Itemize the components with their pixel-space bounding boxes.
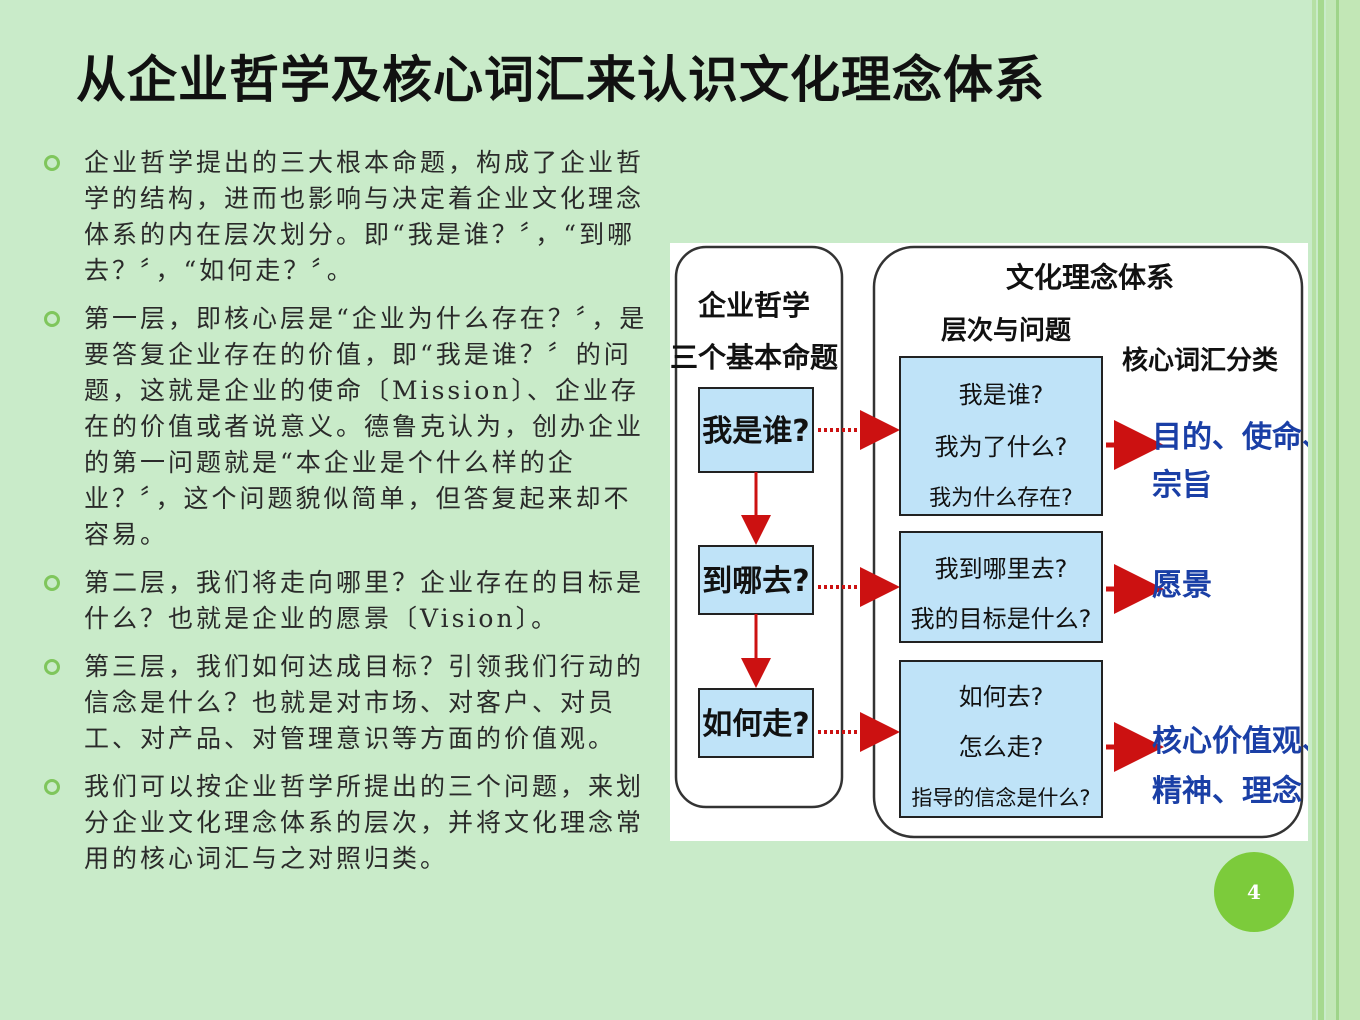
bullet-circle-icon [44, 155, 60, 171]
layers-header: 层次与问题 [941, 316, 1071, 346]
bullet-list: 企业哲学提出的三大根本命题，构成了企业哲学的结构，进而也影响与决定着企业文化理念… [40, 145, 650, 889]
bullet-item: 第三层，我们如何达成目标？引领我们行动的信念是什么？也就是对市场、对客户、对员工… [40, 649, 650, 757]
bullet-text: 我们可以按企业哲学所提出的三个问题，来划分企业文化理念体系的层次，并将文化理念常… [84, 772, 645, 873]
proposition-where: 到哪去? [702, 564, 809, 599]
bullet-circle-icon [44, 779, 60, 795]
bullet-text: 第二层，我们将走向哪里？企业存在的目标是什么？也就是企业的愿景〔Vision〕。 [84, 568, 645, 633]
layer3-question: 如何去? [959, 683, 1044, 711]
layer1-question: 我为了什么? [935, 433, 1068, 461]
proposition-who: 我是谁? [702, 414, 809, 449]
layer2-question: 我到哪里去? [935, 555, 1068, 583]
proposition-box [698, 387, 814, 473]
culture-system-diagram: 企业哲学 三个基本命题 文化理念体系 层次与问题 核心词汇分类 我是谁? 到哪去… [670, 243, 1308, 841]
slide-title: 从企业哲学及核心词汇来认识文化理念体系 [76, 51, 1045, 109]
bullet-circle-icon [44, 575, 60, 591]
layer-box-1 [899, 356, 1103, 516]
right-panel [872, 245, 1304, 839]
vocab-header: 核心词汇分类 [1122, 345, 1278, 376]
vocab-values: 核心价值观、 [1152, 724, 1308, 759]
left-subtitle: 三个基本命题 [670, 341, 838, 374]
right-title: 文化理念体系 [1006, 261, 1174, 294]
vocab-vision: 愿景 [1152, 568, 1212, 603]
edge-stripe [1318, 0, 1324, 1020]
diagram-svg: 企业哲学 三个基本命题 文化理念体系 层次与问题 核心词汇分类 我是谁? 到哪去… [670, 245, 1308, 839]
bullet-circle-icon [44, 659, 60, 675]
bullet-item: 第二层，我们将走向哪里？企业存在的目标是什么？也就是企业的愿景〔Vision〕。 [40, 565, 650, 637]
left-title: 企业哲学 [698, 289, 810, 322]
layer-box-3 [899, 660, 1103, 818]
bullet-item: 企业哲学提出的三大根本命题，构成了企业哲学的结构，进而也影响与决定着企业文化理念… [40, 145, 650, 289]
vocab-mission: 宗旨 [1152, 468, 1212, 503]
left-panel [674, 245, 844, 809]
bullet-circle-icon [44, 311, 60, 327]
edge-stripe [1312, 0, 1316, 1020]
layer2-question: 我的目标是什么? [911, 605, 1092, 633]
layer1-question: 我为什么存在? [929, 486, 1073, 511]
bullet-text: 第一层，即核心层是“企业为什么存在？〞，是要答复企业存在的价值，即“我是谁？〞的… [84, 304, 648, 549]
layer3-question: 指导的信念是什么? [911, 786, 1090, 810]
vocab-values: 精神、理念 [1152, 774, 1302, 809]
layer1-question: 我是谁? [959, 381, 1044, 409]
proposition-how: 如何走? [702, 707, 809, 742]
layer-box-2 [899, 531, 1103, 643]
edge-stripe [1326, 0, 1360, 1020]
vocab-mission: 目的、使命、 [1152, 420, 1308, 455]
layer3-question: 怎么走? [959, 733, 1044, 761]
edge-stripe [1336, 0, 1339, 1020]
proposition-box [698, 688, 814, 758]
bullet-item: 我们可以按企业哲学所提出的三个问题，来划分企业文化理念体系的层次，并将文化理念常… [40, 769, 650, 877]
bullet-text: 企业哲学提出的三大根本命题，构成了企业哲学的结构，进而也影响与决定着企业文化理念… [84, 148, 645, 285]
page-number-badge: 4 [1214, 852, 1294, 932]
bullet-item: 第一层，即核心层是“企业为什么存在？〞，是要答复企业存在的价值，即“我是谁？〞的… [40, 301, 650, 553]
bullet-text: 第三层，我们如何达成目标？引领我们行动的信念是什么？也就是对市场、对客户、对员工… [84, 652, 645, 753]
